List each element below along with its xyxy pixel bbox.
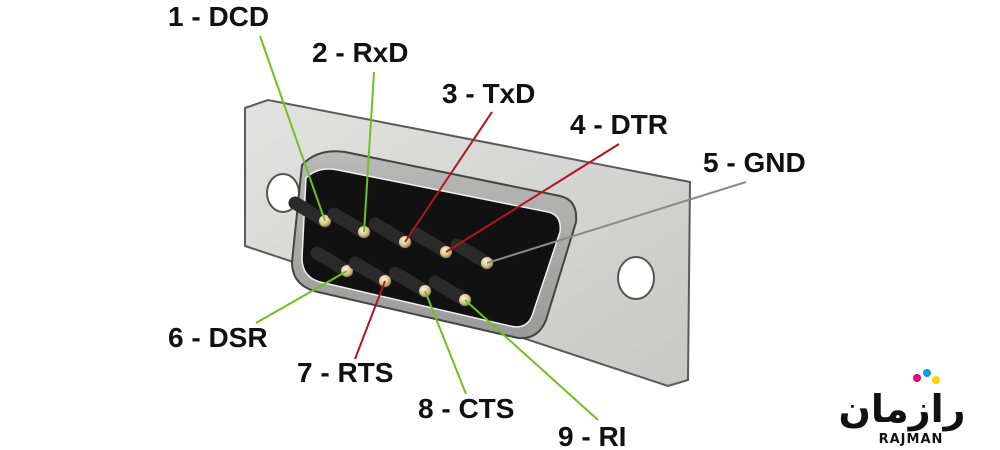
pin-8-leader <box>424 290 467 395</box>
pin-5-leader <box>486 181 747 264</box>
pin-3-leader <box>404 111 493 243</box>
pin-1-leader <box>259 35 326 222</box>
pin-4-leader <box>445 143 620 253</box>
pin-4-label: 4 - DTR <box>570 109 668 140</box>
pin-2-leader <box>363 71 375 233</box>
pin-7-leader <box>354 280 386 360</box>
pin-9-leader <box>464 299 599 421</box>
pin-1-label: 1 - DCD <box>168 1 269 32</box>
leader-lines <box>255 35 747 421</box>
pin-3-label: 3 - TxD <box>442 78 535 109</box>
logo-dot-yellow <box>932 376 940 384</box>
pin-5-label: 5 - GND <box>703 147 806 178</box>
mounting-hole-right <box>617 256 655 300</box>
pin-6-label: 6 - DSR <box>168 322 268 353</box>
pin-9-label: 9 - RI <box>558 421 626 450</box>
pin-7-label: 7 - RTS <box>297 357 393 388</box>
logo-script-text: رازمان <box>838 387 965 431</box>
pin-2-label: 2 - RxD <box>312 37 408 68</box>
rajman-logo: رازمان RAJMAN <box>838 369 966 447</box>
pin-labels: 1 - DCD 2 - RxD 3 - TxD 4 - DTR 5 - GND 6 - D… <box>168 1 806 450</box>
logo-dot-magenta <box>913 374 921 382</box>
logo-dot-cyan <box>923 369 931 377</box>
logo-latin-text: RAJMAN <box>879 432 944 447</box>
pin-8-label: 8 - CTS <box>418 393 514 424</box>
pin-6-leader <box>255 270 348 324</box>
